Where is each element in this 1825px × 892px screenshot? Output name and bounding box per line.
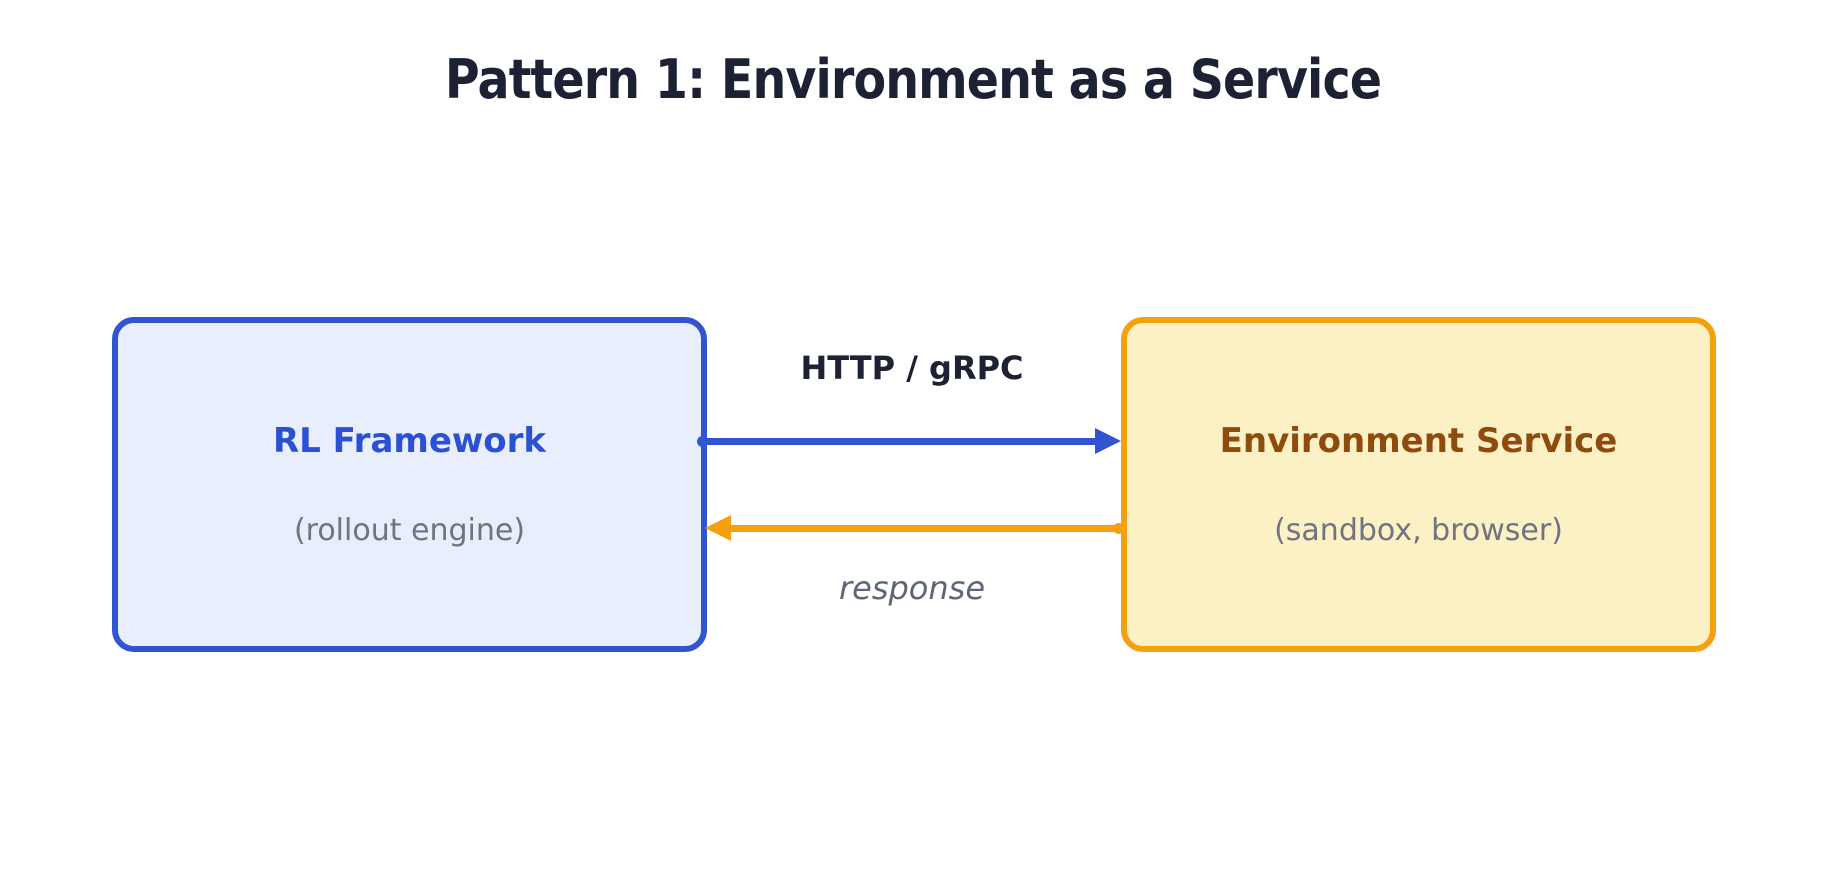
request-edge-label: HTTP / gRPC [800, 349, 1024, 387]
request-edge-line [700, 438, 1100, 445]
response-edge-line [728, 525, 1121, 532]
diagram-title: Pattern 1: Environment as a Service [0, 48, 1825, 111]
node-environment-service-sublabel: (sandbox, browser) [1274, 512, 1563, 548]
node-environment-service: Environment Service (sandbox, browser) [1121, 317, 1716, 652]
node-rl-framework-sublabel: (rollout engine) [293, 512, 526, 548]
response-edge-label: response [838, 569, 986, 607]
node-environment-service-label: Environment Service [1219, 420, 1618, 461]
diagram-title-text: Pattern 1: Environment as a Service [444, 48, 1381, 111]
node-rl-framework-label: RL Framework [272, 420, 547, 461]
node-rl-framework: RL Framework (rollout engine) [112, 317, 707, 652]
request-arrowhead-icon [1095, 428, 1121, 454]
response-arrowhead-icon [705, 515, 731, 541]
